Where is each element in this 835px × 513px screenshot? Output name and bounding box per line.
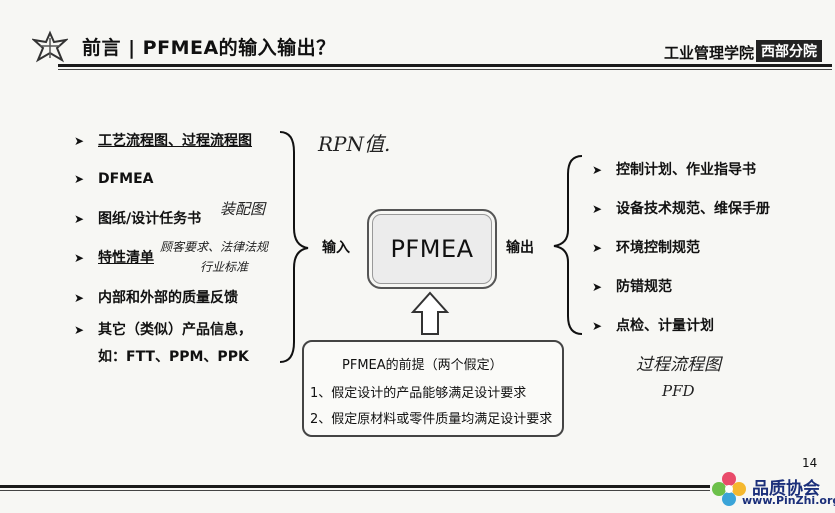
output-brace-icon bbox=[553, 155, 583, 335]
up-arrow-icon bbox=[410, 291, 450, 335]
handwritten-characteristics-note: 顾客要求、法律法规 bbox=[160, 240, 269, 254]
arrow-bullet-icon: ➤ bbox=[74, 251, 85, 265]
academy-name: 工业管理学院 bbox=[664, 44, 755, 62]
premise-item-1: 1、假定设计的产品能够满足设计要求 bbox=[310, 386, 527, 401]
footer-rule-thin bbox=[0, 490, 710, 491]
input-label: 输入 bbox=[322, 240, 350, 256]
handwritten-assembly-note: 装配图 bbox=[220, 200, 266, 218]
input-item-quality-feedback: ➤内部和外部的质量反馈 bbox=[74, 290, 238, 306]
watermark-name: 品质协会 bbox=[752, 479, 820, 499]
output-label: 输出 bbox=[506, 240, 534, 256]
input-item-characteristics: ➤特性清单 bbox=[74, 250, 154, 266]
handwritten-rpn-note: RPN值. bbox=[318, 132, 391, 156]
input-brace-icon bbox=[279, 131, 309, 363]
watermark-flower-icon bbox=[712, 472, 746, 506]
output-item-environment-spec: ➤环境控制规范 bbox=[592, 240, 700, 256]
arrow-bullet-icon: ➤ bbox=[74, 323, 85, 337]
header-rule bbox=[58, 64, 832, 67]
output-item-inspection-plan: ➤点检、计量计划 bbox=[592, 318, 714, 334]
input-item-drawings: ➤图纸/设计任务书 bbox=[74, 211, 202, 227]
arrow-bullet-icon: ➤ bbox=[592, 280, 603, 294]
input-item-dfmea: ➤DFMEA bbox=[74, 171, 154, 187]
handwritten-pfd-note: PFD bbox=[662, 382, 695, 400]
premise-title: PFMEA的前提（两个假定） bbox=[342, 358, 503, 373]
input-item-similar-products: ➤其它（类似）产品信息， bbox=[74, 322, 252, 338]
arrow-bullet-icon: ➤ bbox=[74, 291, 85, 305]
arrow-bullet-icon: ➤ bbox=[74, 172, 85, 186]
page-title: 前言 | PFMEA的输入输出？ bbox=[82, 37, 336, 59]
academy-logo-icon bbox=[32, 30, 68, 63]
input-item-process-flow: ➤工艺流程图、过程流程图 bbox=[74, 133, 252, 149]
pfmea-box: PFMEA bbox=[367, 209, 497, 289]
page-number: 14 bbox=[802, 456, 818, 470]
watermark-url: www.PinZhi.org bbox=[742, 494, 835, 507]
arrow-bullet-icon: ➤ bbox=[74, 212, 85, 226]
header-rule-thin bbox=[58, 69, 832, 70]
pfmea-label: PFMEA bbox=[390, 235, 474, 263]
branch-badge: 西部分院 bbox=[756, 40, 822, 62]
input-item-metrics: 如：FTT、PPM、PPK bbox=[98, 349, 249, 365]
output-item-equipment-spec: ➤设备技术规范、维保手册 bbox=[592, 201, 770, 217]
premise-box: PFMEA的前提（两个假定） 1、假定设计的产品能够满足设计要求 2、假定原材料… bbox=[302, 340, 564, 437]
arrow-bullet-icon: ➤ bbox=[592, 202, 603, 216]
handwritten-standards-note: 行业标准 bbox=[200, 260, 249, 274]
handwritten-flow-note: 过程流程图 bbox=[636, 355, 721, 375]
footer-rule bbox=[0, 485, 710, 488]
arrow-bullet-icon: ➤ bbox=[74, 134, 85, 148]
output-item-error-proofing: ➤防错规范 bbox=[592, 279, 672, 295]
premise-item-2: 2、假定原材料或零件质量均满足设计要求 bbox=[310, 412, 553, 427]
arrow-bullet-icon: ➤ bbox=[592, 241, 603, 255]
output-item-control-plan: ➤控制计划、作业指导书 bbox=[592, 162, 756, 178]
arrow-bullet-icon: ➤ bbox=[592, 163, 603, 177]
arrow-bullet-icon: ➤ bbox=[592, 319, 603, 333]
